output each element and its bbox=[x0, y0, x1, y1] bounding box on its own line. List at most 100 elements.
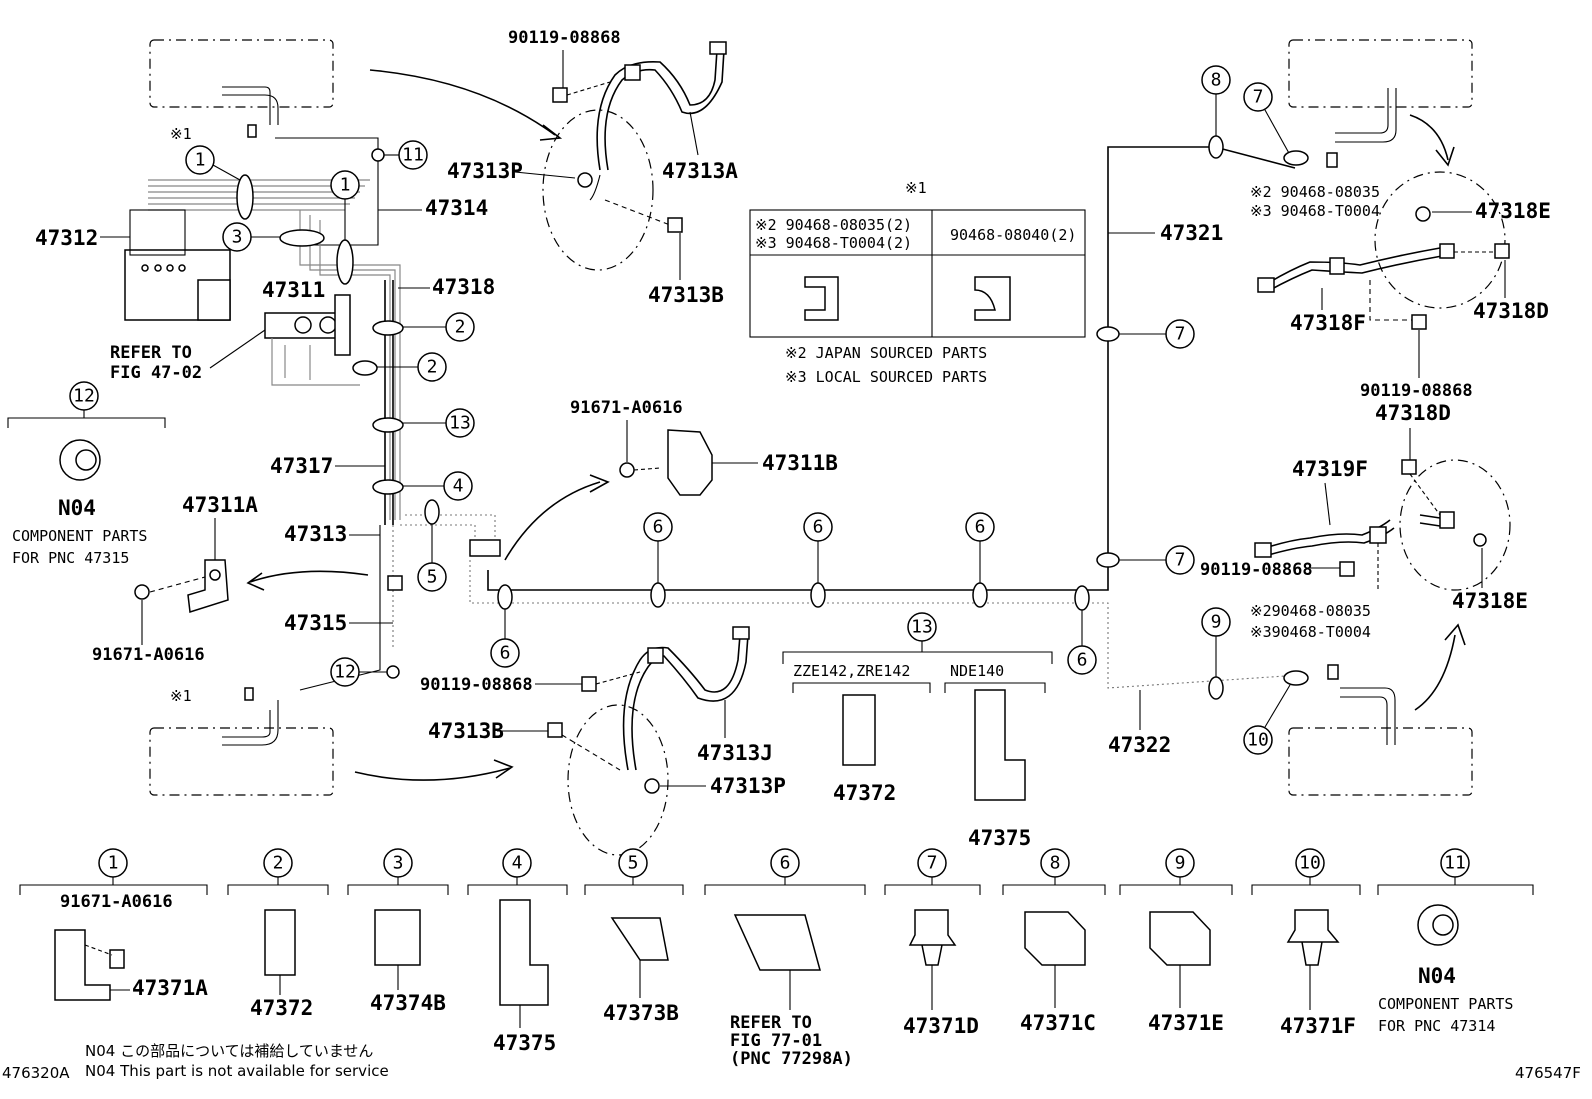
callout-1b: 1 bbox=[330, 170, 360, 200]
svg-text:47371F: 47371F bbox=[1280, 1014, 1356, 1038]
svg-text:1: 1 bbox=[108, 853, 119, 874]
svg-text:47371C: 47371C bbox=[1020, 1011, 1096, 1035]
label-90119-top: 90119-08868 bbox=[508, 28, 621, 48]
callout-6a: 6 bbox=[490, 638, 520, 668]
label-47319F: 47319F bbox=[1292, 457, 1368, 481]
note-top-2: ※3 90468-T0004 bbox=[1250, 202, 1380, 220]
comp-left-2: FOR PNC 47315 bbox=[12, 549, 129, 567]
callout-11a: 11 bbox=[398, 140, 428, 170]
svg-text:47371D: 47371D bbox=[903, 1014, 979, 1038]
svg-text:2: 2 bbox=[455, 317, 466, 338]
svg-text:REFER TO: REFER TO bbox=[730, 1013, 812, 1033]
svg-text:6: 6 bbox=[1077, 650, 1088, 671]
svg-text:3: 3 bbox=[232, 227, 243, 248]
label-47318D-mid: 47318D bbox=[1375, 401, 1451, 425]
callout-7c: 7 bbox=[1243, 82, 1273, 112]
refer-fig-1: REFER TO bbox=[110, 343, 192, 363]
arrow-top bbox=[369, 69, 556, 136]
svg-text:10: 10 bbox=[1247, 730, 1269, 751]
callout-2b: 2 bbox=[417, 352, 447, 382]
clip-table-right: 90468-08040(2) bbox=[950, 226, 1076, 244]
clip-note-local: ※3 LOCAL SOURCED PARTS bbox=[785, 368, 987, 386]
label-47317: 47317 bbox=[270, 454, 333, 478]
brake-panel-topleft bbox=[149, 39, 334, 108]
legend-item-10: 10 47371F bbox=[1251, 848, 1361, 1038]
detail-circle-top bbox=[542, 109, 654, 271]
label-47318E-top: 47318E bbox=[1475, 199, 1551, 223]
svg-text:13: 13 bbox=[911, 617, 933, 638]
callout-6b: 6 bbox=[643, 512, 673, 542]
svg-text:COMPONENT PARTS: COMPONENT PARTS bbox=[1378, 995, 1513, 1013]
callout-12a: 12 bbox=[330, 657, 360, 687]
svg-text:8: 8 bbox=[1050, 853, 1061, 874]
label-90119-mid: 90119-08868 bbox=[420, 675, 533, 695]
label-90119-right2: 90119-08868 bbox=[1200, 560, 1313, 580]
label-47314: 47314 bbox=[425, 196, 488, 220]
label-47312: 47312 bbox=[35, 226, 98, 250]
svg-text:6: 6 bbox=[500, 643, 511, 664]
legend-item-3: 3 47374B bbox=[347, 848, 449, 1015]
label-47311: 47311 bbox=[262, 278, 325, 302]
svg-text:47375: 47375 bbox=[493, 1031, 556, 1055]
clip-table-left-1: ※2 90468-08035(2) bbox=[755, 216, 912, 234]
detail-circle-right-mid bbox=[1399, 459, 1511, 591]
legend-item-2: 2 47372 bbox=[227, 848, 329, 1020]
detail-circle-bottom bbox=[567, 704, 669, 856]
svg-text:12: 12 bbox=[334, 662, 356, 683]
svg-text:5: 5 bbox=[427, 567, 438, 588]
footer-jp-note: N04 この部品については補給していません bbox=[85, 1042, 373, 1060]
callout-5a: 5 bbox=[417, 562, 447, 592]
clip-table-left-2: ※3 90468-T0004(2) bbox=[755, 234, 912, 252]
label-47313P-top: 47313P bbox=[447, 159, 523, 183]
svg-text:47371E: 47371E bbox=[1148, 1011, 1224, 1035]
svg-text:7: 7 bbox=[1175, 550, 1186, 571]
label-47318F: 47318F bbox=[1290, 311, 1366, 335]
label-zze: ZZE142,ZRE142 bbox=[793, 662, 910, 680]
clamp-47311B bbox=[667, 429, 713, 496]
callout-6d: 6 bbox=[965, 512, 995, 542]
clamp-47372-mid bbox=[842, 694, 876, 766]
legend-item-8: 8 47371C bbox=[1002, 848, 1106, 1035]
label-91671-left: 91671-A0616 bbox=[92, 645, 205, 665]
clamp-47375-mid bbox=[974, 689, 1026, 801]
svg-text:6: 6 bbox=[780, 853, 791, 874]
clip-note-japan: ※2 JAPAN SOURCED PARTS bbox=[785, 344, 987, 362]
svg-text:7: 7 bbox=[1175, 324, 1186, 345]
label-47313B-low: 47313B bbox=[428, 719, 504, 743]
brake-panel-topright bbox=[1288, 39, 1473, 108]
legend-item-1: 1 91671-A0616 47371A bbox=[19, 848, 208, 1001]
svg-text:2: 2 bbox=[273, 853, 284, 874]
svg-text:7: 7 bbox=[1253, 87, 1264, 108]
label-47322: 47322 bbox=[1108, 733, 1171, 757]
note-low-2: ※390468-T0004 bbox=[1250, 623, 1371, 641]
callout-6c: 6 bbox=[803, 512, 833, 542]
svg-text:(PNC 77298A): (PNC 77298A) bbox=[730, 1049, 853, 1069]
legend-item-11: 11 N04 COMPONENT PARTS FOR PNC 47314 bbox=[1377, 848, 1534, 1035]
callout-1a: 1 bbox=[185, 145, 215, 175]
clip-note-2: ※1 bbox=[170, 687, 192, 705]
svg-text:4: 4 bbox=[512, 853, 523, 874]
label-47318E-low: 47318E bbox=[1452, 589, 1528, 613]
svg-text:47371A: 47371A bbox=[132, 976, 208, 1000]
svg-text:10: 10 bbox=[1299, 853, 1321, 874]
callout-7b: 7 bbox=[1165, 545, 1195, 575]
svg-text:11: 11 bbox=[1444, 853, 1466, 874]
svg-text:47374B: 47374B bbox=[370, 991, 446, 1015]
note-top-1: ※2 90468-08035 bbox=[1250, 183, 1380, 201]
svg-text:6: 6 bbox=[653, 517, 664, 538]
comp-left-1: COMPONENT PARTS bbox=[12, 527, 147, 545]
brake-panel-bottomleft bbox=[149, 727, 334, 796]
brake-tube-47321 bbox=[487, 146, 1296, 591]
svg-text:FIG 77-01: FIG 77-01 bbox=[730, 1031, 822, 1051]
svg-text:91671-A0616: 91671-A0616 bbox=[60, 892, 173, 912]
legend-item-6: 6 REFER TO FIG 77-01 (PNC 77298A) bbox=[704, 848, 866, 1069]
detail-circle-right-top bbox=[1374, 171, 1506, 309]
svg-text:9: 9 bbox=[1175, 853, 1186, 874]
svg-text:2: 2 bbox=[427, 357, 438, 378]
clip-table-header: ※1 bbox=[905, 179, 927, 197]
legend-item-4: 4 47375 bbox=[467, 848, 568, 1055]
svg-text:N04: N04 bbox=[1418, 964, 1456, 988]
label-47311A: 47311A bbox=[182, 493, 258, 517]
label-47313A: 47313A bbox=[662, 159, 738, 183]
svg-text:13: 13 bbox=[449, 413, 471, 434]
